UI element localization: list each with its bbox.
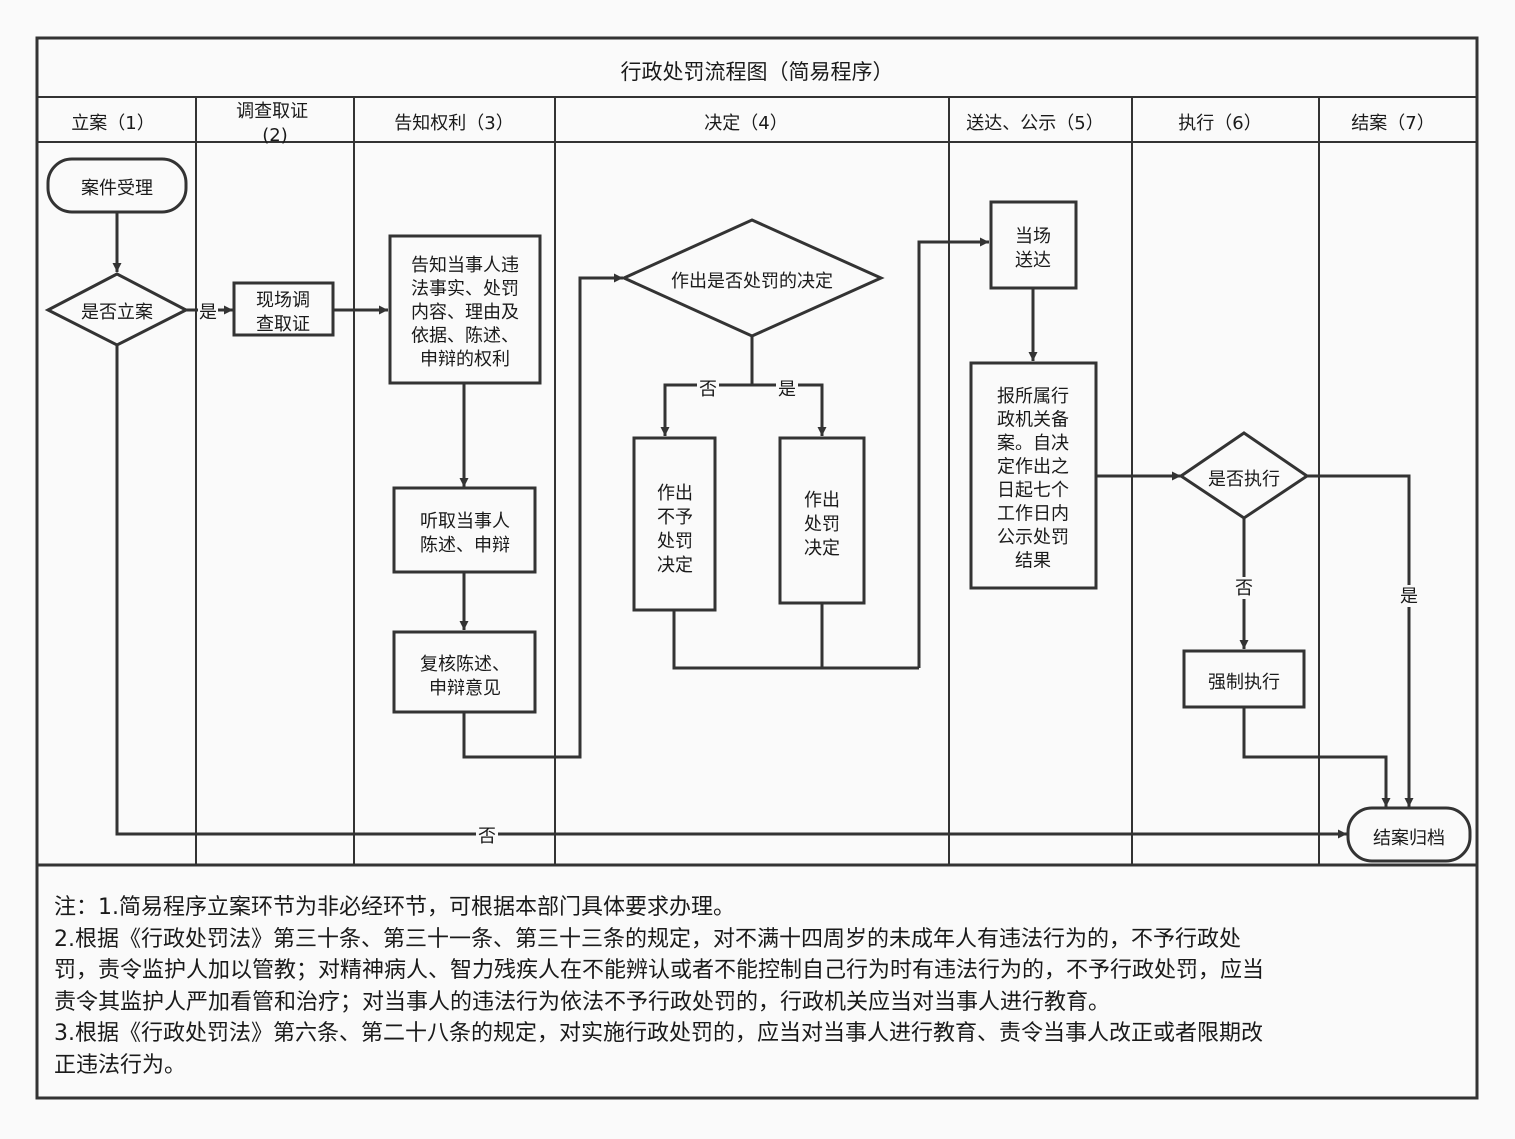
nodes	[44, 157, 1472, 863]
note-line: 3.根据《行政处罚法》第六条、第二十八条的规定，对实施行政处罚的，应当对当事人进…	[54, 1021, 1263, 1046]
lane-header-execution: 执行（6）	[1178, 113, 1261, 134]
lane-header-decision: 决定（4）	[704, 113, 787, 134]
node-decide-penalty	[620, 218, 885, 338]
node-label-line: 申辩的权利	[420, 349, 510, 370]
lane-header-delivery: 送达、公示（5）	[966, 113, 1103, 134]
node-label-line: 处罚	[804, 514, 840, 535]
outer-frame	[35, 36, 1479, 1100]
edge-forced-to-archive	[1242, 707, 1391, 807]
node-label-line: 复核陈述、	[420, 654, 510, 675]
node-label-line: 听取当事人	[420, 511, 510, 532]
node-hear-statement	[392, 486, 537, 574]
notes: 注：1.简易程序立案环节为非必经环节，可根据本部门具体要求办理。 2.根据《行政…	[54, 892, 1464, 1081]
label-register-yes: 是	[199, 302, 217, 323]
node-label-line: 案。自决	[997, 433, 1069, 454]
edge-review-to-decide	[462, 273, 623, 759]
node-inform-rights	[388, 234, 542, 385]
connectors	[112, 212, 1414, 839]
node-label-line: 结果	[1015, 551, 1051, 572]
node-accept-label: 案件受理	[81, 178, 153, 199]
node-penalty-label: 作出处罚决定	[804, 490, 840, 559]
node-onsite-delivery-label: 当场送达	[1015, 226, 1051, 271]
node-label-line: 申辩意见	[429, 678, 501, 699]
node-decide-penalty-label: 作出是否处罚的决定	[671, 271, 833, 292]
node-label-line: 查取证	[256, 314, 310, 335]
node-report-filing	[969, 361, 1098, 590]
edge-labels: 是 否 否 是 否 是	[198, 300, 1420, 847]
edge-penalty-yes	[752, 383, 827, 436]
lane-header-close: 结案（7）	[1351, 113, 1434, 134]
lane-header-inform: 告知权利（3）	[394, 113, 513, 134]
node-label-line: 送达	[1015, 250, 1051, 271]
lane-header-register: 立案（1）	[71, 113, 154, 134]
note-line: 注：1.简易程序立案环节为非必经环节，可根据本部门具体要求办理。	[54, 895, 735, 920]
node-labels: 案件受理 是否立案 作出是否处罚的决定 是否执行 强制执行 结案归档 现场调查取…	[81, 178, 1445, 849]
node-onsite-delivery	[989, 200, 1078, 290]
node-label-line: 公示处罚	[997, 527, 1069, 548]
node-penalty	[778, 436, 866, 605]
node-forced-execution-label: 强制执行	[1208, 672, 1280, 693]
edge-to-delivery	[917, 237, 989, 668]
node-label-line: 内容、理由及	[411, 302, 519, 323]
node-label-line: 作出	[804, 490, 840, 511]
node-label-line: 作出	[657, 483, 693, 504]
node-label-line: 处罚	[657, 531, 693, 552]
note-line: 2.根据《行政处罚法》第三十条、第三十一条、第三十三条的规定，对不满十四周岁的未…	[54, 926, 1241, 952]
node-label-line: 当场	[1015, 226, 1051, 247]
lane-headers: 立案（1） 调查取证 (2) 告知权利（3） 决定（4） 送达、公示（5） 执行…	[71, 101, 1434, 146]
node-label-line: 定作出之	[997, 457, 1069, 478]
node-no-penalty	[632, 436, 717, 612]
note-line: 罚，责令监护人加以管教；对精神病人、智力残疾人在不能辨认或者不能控制自己行为时有…	[54, 958, 1265, 983]
node-close-archive-label: 结案归档	[1373, 828, 1445, 849]
edge-no-penalty-down	[672, 610, 919, 670]
node-decide-execute-label: 是否执行	[1208, 469, 1280, 490]
diagram-title: 行政处罚流程图（简易程序）	[621, 60, 894, 84]
label-execute-yes: 是	[1400, 586, 1418, 607]
edge-register-no	[115, 345, 1347, 839]
node-label-line: 决定	[804, 538, 840, 559]
node-label-line: 政机关备	[997, 410, 1069, 431]
node-label-line: 法事实、处罚	[411, 279, 519, 300]
node-label-line: 告知当事人违	[411, 255, 519, 276]
node-onsite-investigation	[232, 281, 335, 337]
node-onsite-investigation-label: 现场调查取证	[256, 290, 310, 335]
node-no-penalty-label: 作出不予处罚决定	[657, 483, 693, 576]
node-forced-execution	[1182, 649, 1306, 709]
node-hear-statement-label: 听取当事人陈述、申辩	[420, 511, 510, 556]
label-penalty-yes: 是	[778, 379, 796, 400]
node-label-line: 工作日内	[997, 504, 1069, 525]
node-decide-register	[44, 272, 190, 347]
node-label-line: 依据、陈述、	[411, 326, 519, 347]
label-register-no: 否	[478, 826, 496, 847]
node-label-line: 不予	[657, 507, 693, 528]
node-inform-rights-label: 告知当事人违法事实、处罚内容、理由及依据、陈述、申辩的权利	[411, 255, 519, 370]
lane-header-investigation: 调查取证 (2)	[236, 101, 314, 146]
node-label-line: 日起七个	[997, 480, 1069, 501]
node-decide-register-label: 是否立案	[81, 302, 153, 323]
node-label-line: 决定	[657, 555, 693, 576]
edge-execute-yes	[1307, 474, 1414, 807]
label-execute-no: 否	[1235, 578, 1253, 599]
node-close-archive	[1346, 806, 1472, 863]
lane-separators	[195, 97, 1320, 865]
node-label-line: 现场调	[256, 290, 310, 311]
note-line: 正违法行为。	[54, 1052, 187, 1078]
node-label-line: 陈述、申辩	[420, 535, 510, 556]
node-report-filing-label: 报所属行政机关备案。自决定作出之日起七个工作日内公示处罚结果	[997, 386, 1069, 572]
note-line: 责令其监护人严加看管和治疗；对当事人的违法行为依法不予行政处罚的，行政机关应当对…	[54, 989, 1111, 1015]
edge-penalty-no	[660, 383, 752, 436]
node-accept	[46, 157, 188, 214]
node-review-statement	[392, 630, 537, 714]
node-label-line: 报所属行	[997, 386, 1069, 407]
node-review-statement-label: 复核陈述、申辩意见	[420, 654, 510, 699]
node-decide-execute	[1178, 431, 1310, 520]
label-penalty-no: 否	[699, 379, 717, 400]
